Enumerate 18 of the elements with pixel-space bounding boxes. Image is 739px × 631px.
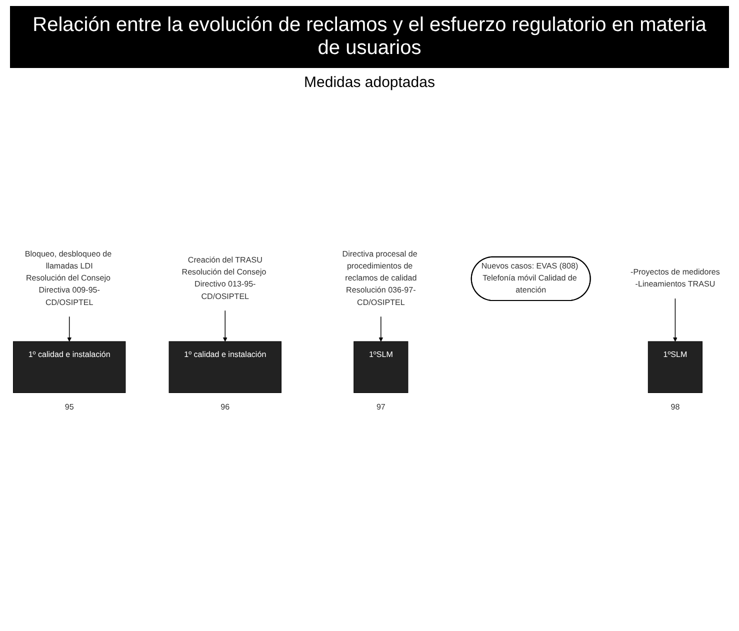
arrow [222,310,228,342]
node-box: 1ºSLM [354,341,408,393]
section-heading: Medidas adoptadas [303,74,436,91]
arrow [673,298,678,342]
node-label: 96 [220,402,230,412]
title-banner: Relación entre la evolución de reclamos y el esfuerzo regulatorio en materia de usuarios [10,6,729,68]
node-text: Directiva procesal de procedimientos de reclamos de calidad Resolución 036-97-CD/OSIPTEL [342,250,418,307]
node-box: 1º calidad e instalación [13,341,126,393]
node-text: Bloqueo, desbloqueo de llamadas LDI Resolución del Consejo Directiva 009-95-CD/OSIPTEL [24,250,112,307]
node-label: 95 [64,402,74,412]
node-text: -Proyectos de medidores -Lineamientos TRASU [630,268,720,289]
node-label: 97 [376,402,386,412]
node-box: 1ºSLM [648,341,703,393]
node-label: 98 [670,402,680,412]
node-box: 1º calidad e instalación [168,341,282,393]
arrow [378,316,384,342]
arrow [67,316,72,342]
node-text: Creación del TRASU Resolución del Consejo Directivo 013-95-CD/OSIPTEL [182,256,266,301]
